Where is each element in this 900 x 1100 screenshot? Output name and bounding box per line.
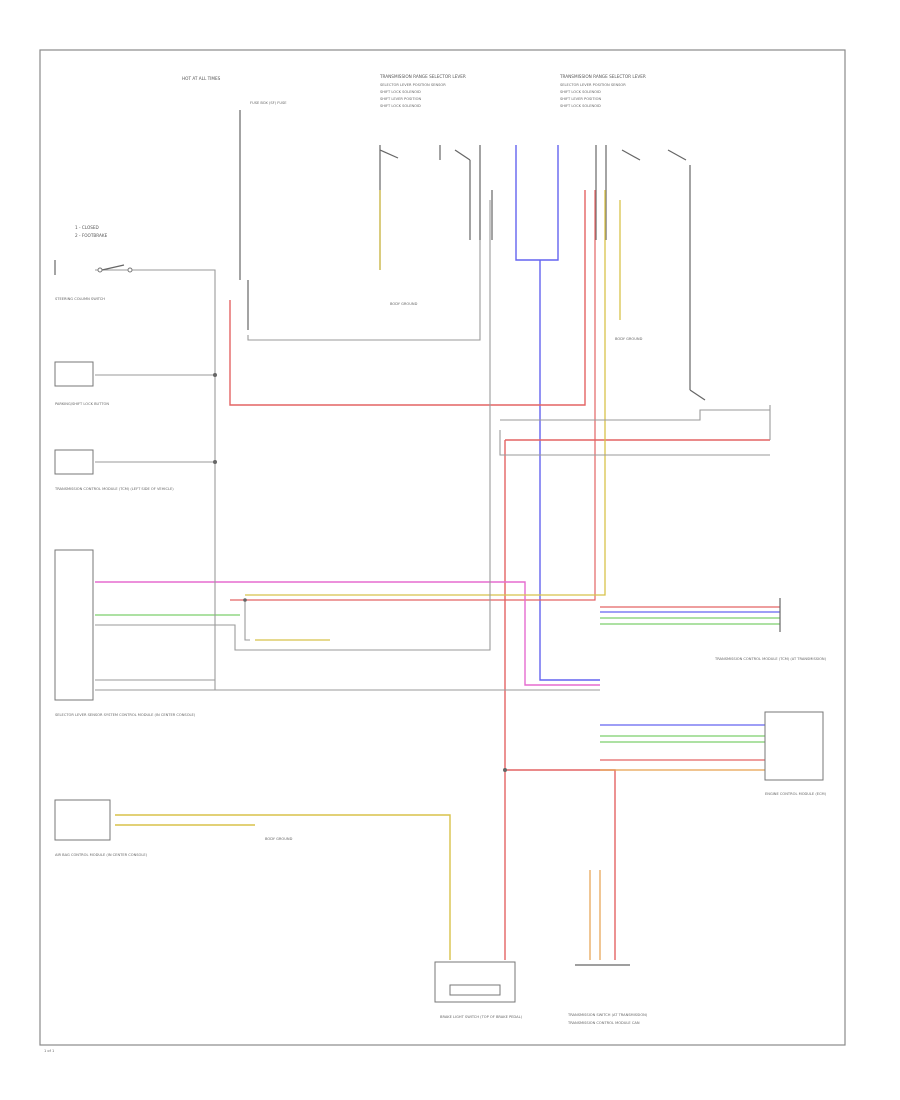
top-right-connector-line: SHIFT LOCK SOLENOID [560,104,601,108]
bottom-label: TRANSMISSION CONTROL MODULE CAN [567,1021,640,1025]
component-label: TRANSMISSION SWITCH (AT TRANSMISSION) [567,1013,648,1017]
blue-wire [515,145,600,681]
component-label: ENGINE CONTROL MODULE (ECM) [765,792,827,796]
ground-label: BODY GROUND [615,337,643,341]
top-left-connector-line: SELECTOR LEVER POSITION SENSOR [380,83,446,87]
top-right-connector-line: SHIFT LOCK SOLENOID [560,90,601,94]
component-label: PARKING/SHIFT LOCK BUTTON [55,402,109,406]
component-label: STEERING COLUMN SWITCH [55,297,105,301]
top-right-connector-title: TRANSMISSION RANGE SELECTOR LEVER [559,74,646,79]
top-left-connector-line: SHIFT LOCK SOLENOID [380,90,421,94]
hot-feed-wire [239,110,481,341]
component-label: SELECTOR LEVER SENSOR SYSTEM CONTROL MOD… [55,713,196,717]
selector-lever-sensor-module: SELECTOR LEVER SENSOR SYSTEM CONTROL MOD… [54,549,196,717]
hot-label: HOT AT ALL TIMES [182,76,221,81]
page-number: 1 of 1 [44,1049,54,1053]
component-label: AIR BAG CONTROL MODULE (IN CENTER CONSOL… [55,853,148,857]
top-left-connector-title: TRANSMISSION RANGE SELECTOR LEVER [379,74,466,79]
orange-wire [589,769,780,960]
red-wire-main [229,190,586,406]
component-label: TRANSMISSION CONTROL MODULE (TCM) (LEFT … [54,487,174,491]
legend-item: 2 - FOOTBRAKE [75,233,108,238]
splice-points [213,373,507,772]
transmission-control-module-left: TRANSMISSION CONTROL MODULE (TCM) (LEFT … [54,449,174,491]
component-label: TRANSMISSION CONTROL MODULE (TCM) (AT TR… [714,657,827,661]
ground-label: BODY GROUND [390,302,418,306]
top-right-connector-line: SHIFT LEVER POSITION [560,97,601,101]
legend-item: 1 - CLOSED [75,225,99,230]
diagram-frame [39,49,846,1046]
brake-light-switch: BRAKE LIGHT SWITCH (TOP OF BRAKE PEDAL) [434,961,523,1019]
top-right-connector-line: SELECTOR LEVER POSITION SENSOR [560,83,626,87]
left-selector-switch [379,145,493,270]
yellow-wire-right [245,190,621,596]
top-left-connector-line: SHIFT LOCK SOLENOID [380,104,421,108]
fuse-box-label: FUSE BOX (SF) FUSE [250,101,287,105]
top-left-connector-line: SHIFT LEVER POSITION [380,97,421,101]
yellow-wire-airbag [115,814,451,960]
red-wire-brake [504,439,770,960]
green-wire [95,614,780,743]
steering-column-switch: STEERING COLUMN SWITCH [54,260,133,301]
parking-shift-lock-button: PARKING/SHIFT LOCK BUTTON [54,361,109,406]
transmission-switch: TRANSMISSION SWITCH (AT TRANSMISSION) [567,964,648,1017]
ground-label: BODY GROUND [265,837,293,841]
air-bag-control-module: AIR BAG CONTROL MODULE (IN CENTER CONSOL… [54,799,148,857]
pink-wire [95,581,600,686]
right-selector-switch [595,145,706,401]
tcm-right: TRANSMISSION CONTROL MODULE (TCM) (AT TR… [714,598,827,661]
red-wire-tcm [230,190,780,761]
engine-control-module: ENGINE CONTROL MODULE (ECM) [764,711,827,796]
component-label: BRAKE LIGHT SWITCH (TOP OF BRAKE PEDAL) [440,1015,523,1019]
blue-wire-tcm [600,611,780,726]
gray-signal-wires [95,200,771,691]
